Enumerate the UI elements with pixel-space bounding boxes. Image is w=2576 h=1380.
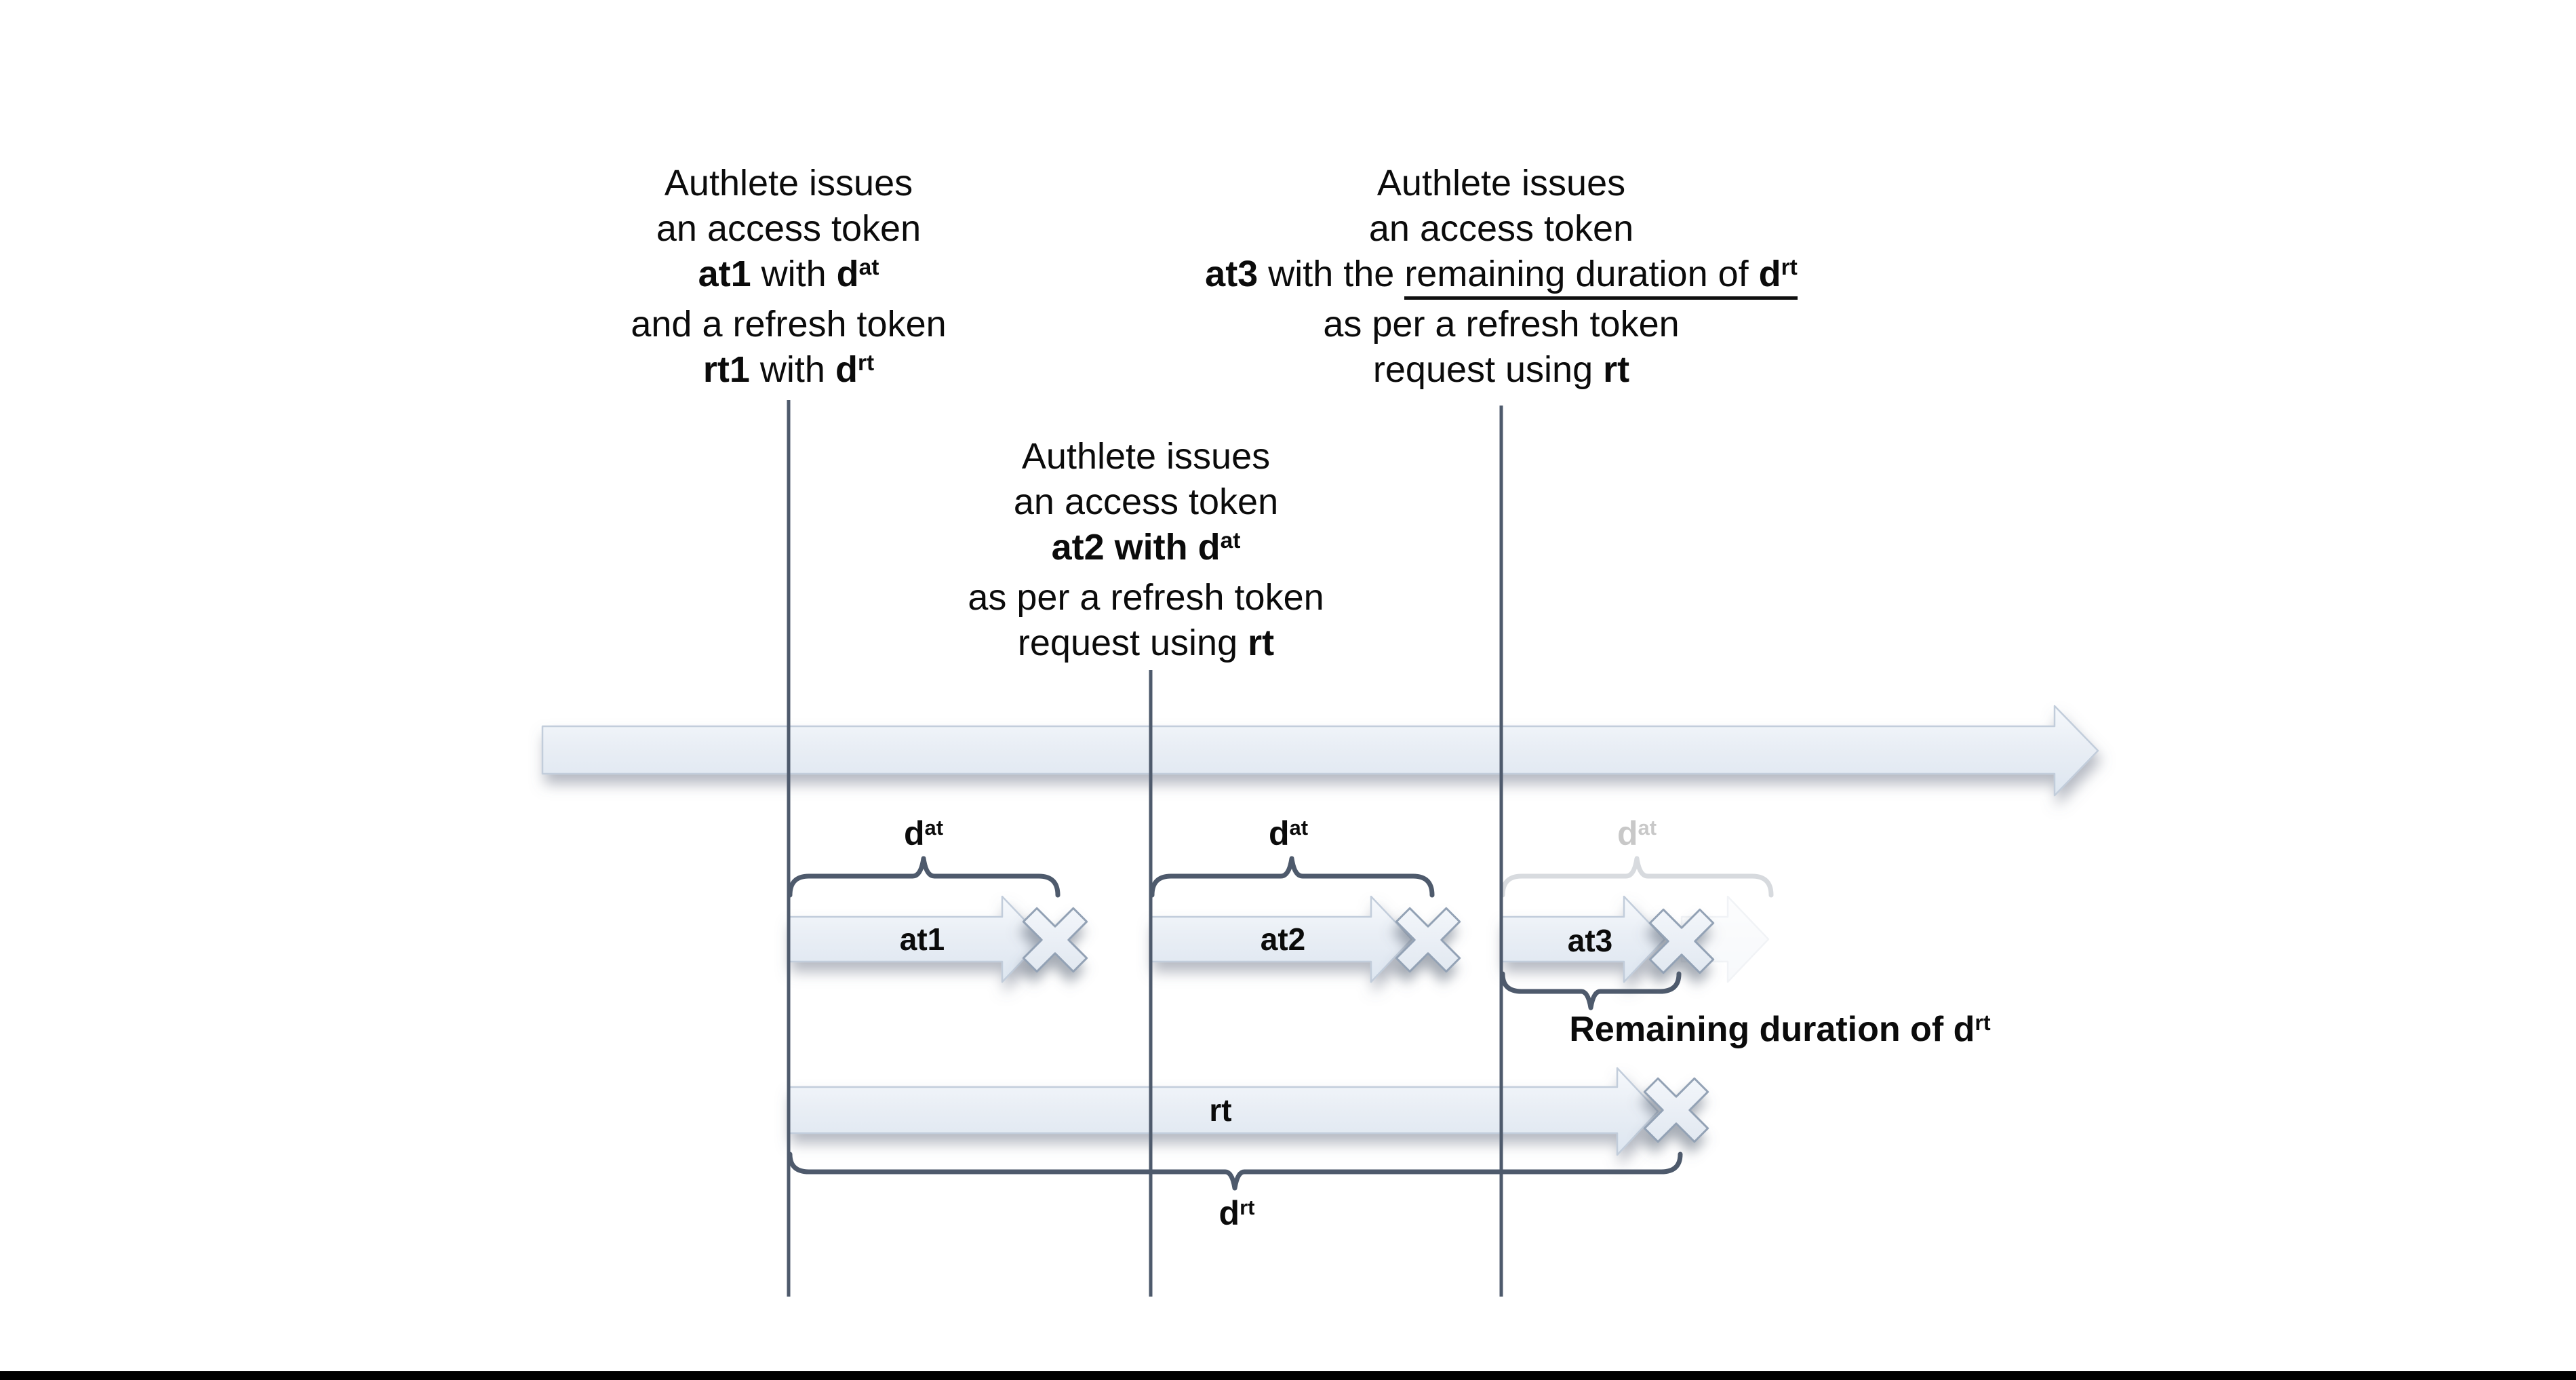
bottom-letterbox-bar [0, 1371, 2576, 1380]
note-line: as per a refresh token [671, 575, 1621, 620]
dat-label-at3-ghost: dat [1617, 814, 1657, 853]
note-line: Authlete issues [1027, 161, 1976, 206]
duration-superscript: rt [857, 351, 875, 376]
duration-superscript: rt [1240, 1195, 1255, 1219]
remaining-duration-bracket [1500, 971, 1682, 1010]
note-line: at3 with the remaining duration of drt [1027, 252, 1976, 302]
duration-superscript: at [924, 815, 944, 840]
note-line: an access token [671, 479, 1621, 525]
duration-superscript: at [858, 255, 879, 281]
at1-arrow [787, 895, 1044, 983]
token-name-text: at2 with d [1051, 527, 1221, 568]
dat-label-at2: dat [1269, 814, 1308, 853]
note-line: request using rt [671, 620, 1621, 666]
note-text: Authlete issues [664, 163, 913, 203]
note-text: with the [1258, 254, 1405, 294]
token-name-text: rt [1603, 349, 1630, 390]
token-name-text: at1 [698, 254, 751, 294]
note-text: an access token [1013, 481, 1279, 522]
note-line: request using rt [1027, 347, 1976, 393]
note-text: with [749, 349, 835, 390]
token-name-text: rt [1248, 623, 1275, 663]
token-name-text: rt1 [702, 349, 750, 390]
drt-label: drt [1219, 1194, 1255, 1233]
dat-ghost-brace [1500, 856, 1774, 898]
duration-superscript: at [1220, 528, 1241, 554]
duration-symbol-text: d [836, 254, 859, 294]
at3-issuance-note: Authlete issues an access token at3 with… [1027, 161, 1976, 393]
underline-group: remaining duration of drt [1404, 254, 1798, 300]
note-text: Authlete issues [1021, 436, 1271, 477]
note-text: request using [1017, 623, 1248, 663]
at1-arrow-label: at1 [900, 921, 945, 958]
duration-symbol-text: d [1617, 814, 1638, 852]
duration-superscript: rt [1975, 1010, 1991, 1035]
note-text: with [751, 254, 837, 294]
note-line: an access token [1027, 206, 1976, 252]
note-line: rt1 with drt [314, 347, 1263, 397]
rt-arrow [787, 1067, 1659, 1156]
duration-symbol-text: d [1953, 1010, 1975, 1049]
note-text: an access token [1368, 208, 1634, 249]
token-name-text: at3 [1205, 254, 1259, 294]
duration-superscript: at [1638, 815, 1657, 840]
at2-issuance-note: Authlete issues an access token at2 with… [671, 434, 1621, 666]
at2-arrow [1149, 895, 1413, 983]
note-line: at1 with dat [314, 252, 1263, 302]
note-line: an access token [314, 206, 1263, 252]
note-text: and a refresh token [631, 304, 947, 344]
token-name-text: at3 [1567, 923, 1613, 958]
duration-symbol-text: d [1218, 1194, 1240, 1232]
duration-superscript: rt [1781, 255, 1798, 281]
note-text: request using [1372, 349, 1604, 390]
note-line: Authlete issues [671, 434, 1621, 479]
at3-arrow [1500, 895, 1666, 983]
remaining-duration-label: Remaining duration of drt [1569, 1009, 1990, 1050]
duration-superscript: at [1289, 815, 1309, 840]
duration-symbol-text: d [1268, 814, 1290, 852]
remaining-duration-text: Remaining duration of [1569, 1010, 1954, 1049]
dat-brace-at2 [1149, 856, 1435, 898]
duration-symbol-text: d [903, 814, 925, 852]
at3-arrow-label: at3 [1568, 922, 1612, 959]
duration-symbol-text: d [1758, 254, 1781, 294]
dat-brace-at1 [787, 856, 1061, 898]
token-name-text: at1 [899, 922, 945, 957]
timeline-arrow [541, 705, 2099, 797]
note-text: as per a refresh token [968, 577, 1324, 618]
at2-arrow-label: at2 [1261, 921, 1305, 958]
note-text: Authlete issues [1376, 163, 1626, 203]
dat-label-at1: dat [904, 814, 943, 853]
note-text: an access token [656, 208, 922, 249]
note-text: remaining duration of [1404, 254, 1759, 294]
note-line: as per a refresh token [1027, 302, 1976, 347]
at1-issuance-note: Authlete issues an access token at1 with… [314, 161, 1263, 397]
duration-symbol-text: d [835, 349, 858, 390]
token-name-text: at2 [1260, 922, 1306, 957]
drt-brace [787, 1151, 1683, 1191]
rt-arrow-label: rt [1209, 1092, 1231, 1128]
note-text: as per a refresh token [1323, 304, 1680, 344]
note-line: Authlete issues [314, 161, 1263, 206]
token-name-text: rt [1209, 1092, 1232, 1128]
note-line: and a refresh token [314, 302, 1263, 347]
note-line: at2 with dat [671, 525, 1621, 575]
